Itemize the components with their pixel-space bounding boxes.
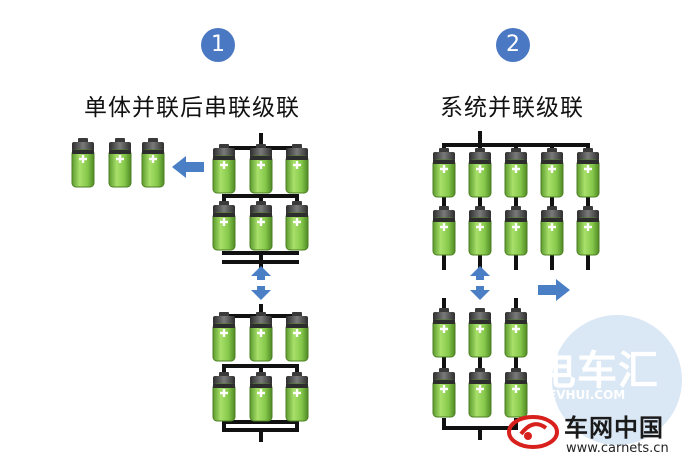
battery-cell-icon: [141, 138, 165, 188]
battery-cell-icon: [285, 201, 309, 251]
arrow-up-icon: [470, 266, 490, 280]
arrow-left-icon: [172, 156, 204, 178]
battery-cell-icon: [285, 372, 309, 422]
section-2-title: 系统并联级联: [440, 95, 584, 121]
battery-cell-icon: [432, 206, 456, 256]
section-1-title: 单体并联后串联级联: [84, 95, 300, 121]
battery-cell-icon: [468, 308, 492, 358]
battery-cell-icon: [285, 144, 309, 194]
battery-cell-icon: [576, 148, 600, 198]
arrow-right-icon: [538, 279, 570, 301]
battery-cell-icon: [504, 206, 528, 256]
watermark-site-url: www.carnets.cn: [566, 441, 669, 456]
section-1-number-badge: 1: [201, 28, 235, 62]
battery-cell-icon: [504, 148, 528, 198]
battery-cell-icon: [504, 308, 528, 358]
battery-cell-icon: [212, 372, 236, 422]
battery-cell-icon: [212, 201, 236, 251]
battery-cell-icon: [249, 144, 273, 194]
watermark-circle: [552, 315, 682, 445]
battery-cell-icon: [108, 138, 132, 188]
battery-cell-icon: [432, 148, 456, 198]
battery-cell-icon: [249, 201, 273, 251]
battery-cell-icon: [249, 312, 273, 362]
battery-cell-icon: [540, 206, 564, 256]
watermark-site-name: 车网中国: [564, 414, 664, 442]
battery-cell-icon: [212, 312, 236, 362]
watermark-domain: EVHUI.COM: [548, 388, 626, 402]
watermark-brand: 电车汇: [536, 348, 659, 394]
carnets-logo-icon: [507, 415, 559, 449]
battery-cell-icon: [540, 148, 564, 198]
battery-cell-icon: [504, 368, 528, 418]
battery-cell-icon: [576, 206, 600, 256]
battery-cell-icon: [249, 372, 273, 422]
battery-cell-icon: [432, 368, 456, 418]
battery-cell-icon: [285, 312, 309, 362]
arrow-up-icon: [251, 266, 271, 280]
arrow-down-icon: [470, 286, 490, 300]
battery-cell-icon: [468, 368, 492, 418]
battery-cell-icon: [71, 138, 95, 188]
arrow-down-icon: [251, 286, 271, 300]
section-2-number-badge: 2: [496, 28, 530, 62]
battery-cell-icon: [468, 148, 492, 198]
battery-cell-icon: [212, 144, 236, 194]
battery-cell-icon: [432, 308, 456, 358]
battery-cell-icon: [468, 206, 492, 256]
